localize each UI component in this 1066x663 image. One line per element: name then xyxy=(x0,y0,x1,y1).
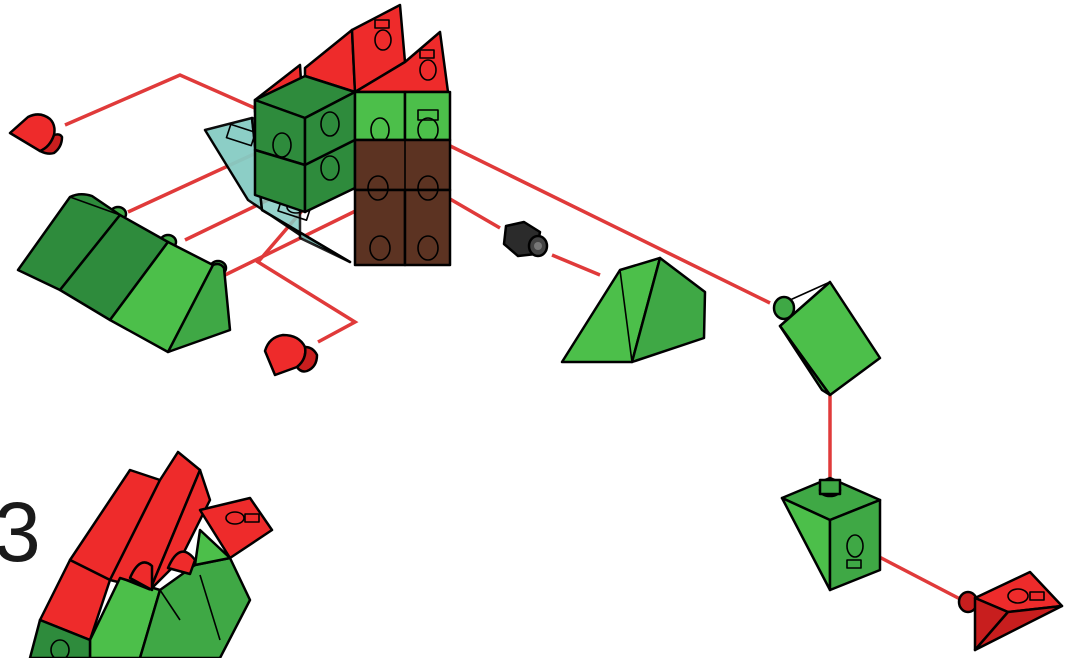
black-connector-icon xyxy=(502,220,549,258)
green-pyramid-icon xyxy=(560,256,707,364)
green-wedge-icon xyxy=(772,280,882,397)
red-ramp-icon xyxy=(957,570,1064,652)
green-triple-slope-icon xyxy=(16,193,232,354)
guide-line-pyramid xyxy=(551,253,601,277)
red-cone-peg-icon xyxy=(263,333,319,377)
central-tower xyxy=(203,3,452,267)
green-inverted-cube-icon xyxy=(780,476,882,592)
step-preview-model xyxy=(28,450,274,661)
step-number-label: 3 xyxy=(0,485,41,579)
guide-line-wedge xyxy=(437,138,771,305)
red-cone-peg-icon xyxy=(8,113,64,155)
